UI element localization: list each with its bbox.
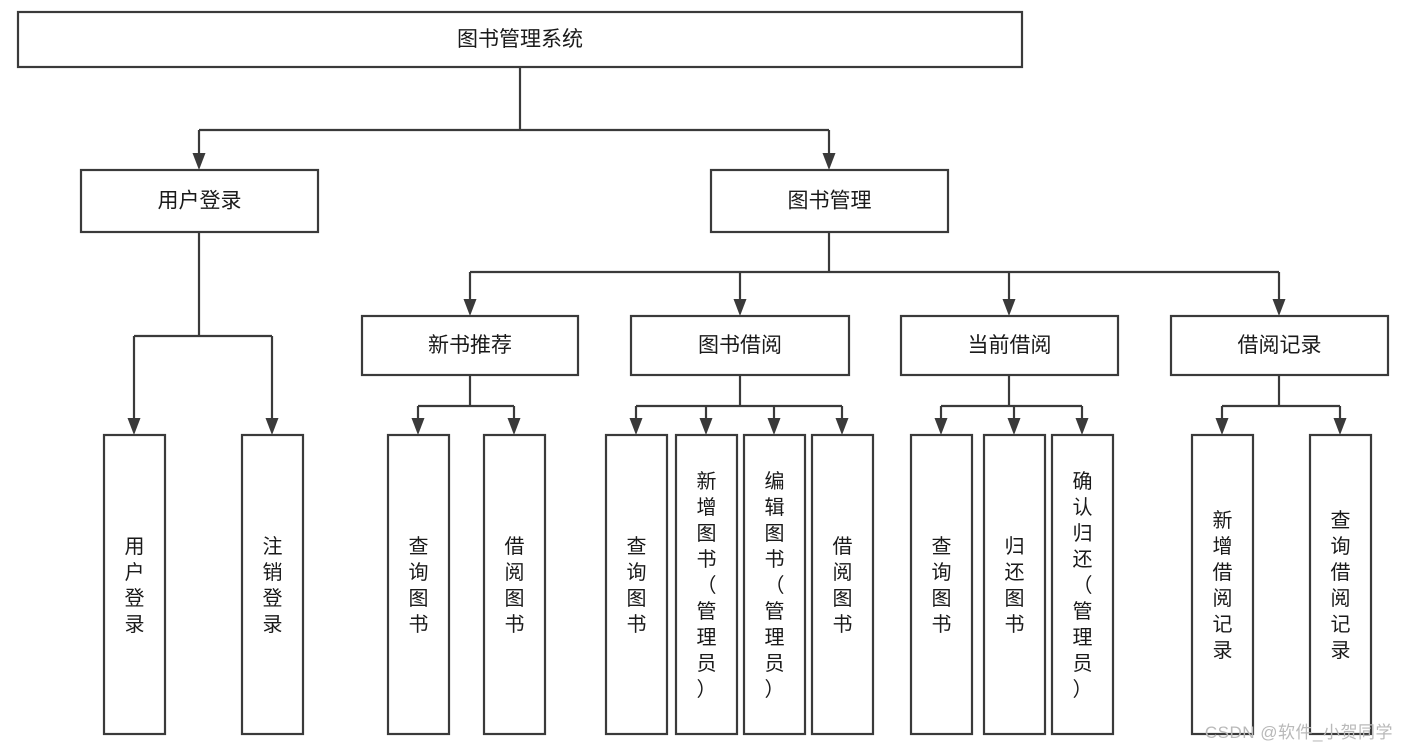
node-new-book-recommend-label: 新书推荐 xyxy=(428,334,512,357)
node-leaf-query-book-3[interactable]: 查询图书 xyxy=(909,433,974,736)
arrow-head-icon xyxy=(822,153,836,170)
node-leaf-query-record-box xyxy=(1308,433,1373,736)
node-book-manage-box xyxy=(709,168,950,234)
node-root-system-label: 图书管理系统 xyxy=(457,28,583,51)
node-leaf-return-book-label: 归还图书 xyxy=(1005,535,1025,636)
node-leaf-borrow-book-1-box xyxy=(482,433,547,736)
node-borrow-record[interactable]: 借阅记录 xyxy=(1169,314,1390,377)
node-book-borrow-box xyxy=(629,314,851,377)
nodes-layer: 图书管理系统用户登录图书管理新书推荐图书借阅当前借阅借阅记录用户登录注销登录查询… xyxy=(16,10,1390,736)
arrow-head-icon xyxy=(629,418,643,435)
connector-userlogin-to-leaves xyxy=(127,232,279,435)
node-leaf-user-login[interactable]: 用户登录 xyxy=(102,433,167,736)
arrow-head-icon xyxy=(192,153,206,170)
node-leaf-query-book-3-box xyxy=(909,433,974,736)
node-book-borrow[interactable]: 图书借阅 xyxy=(629,314,851,377)
arrow-head-icon xyxy=(1333,418,1347,435)
node-leaf-borrow-book-1[interactable]: 借阅图书 xyxy=(482,433,547,736)
arrow-head-icon xyxy=(934,418,948,435)
node-user-login-box xyxy=(79,168,320,234)
arrow-head-icon xyxy=(1075,418,1089,435)
node-book-borrow-label: 图书借阅 xyxy=(698,334,782,357)
node-leaf-borrow-book-2[interactable]: 借阅图书 xyxy=(810,433,875,736)
node-leaf-query-book-2-label: 查询图书 xyxy=(627,535,647,636)
node-user-login[interactable]: 用户登录 xyxy=(79,168,320,234)
node-leaf-user-login-label: 用户登录 xyxy=(125,536,145,636)
node-leaf-add-record-box xyxy=(1190,433,1255,736)
arrow-head-icon xyxy=(1002,299,1016,316)
arrow-head-icon xyxy=(699,418,713,435)
node-book-manage-label: 图书管理 xyxy=(788,190,872,213)
node-leaf-borrow-book-2-box xyxy=(810,433,875,736)
node-current-borrow[interactable]: 当前借阅 xyxy=(899,314,1120,377)
node-leaf-user-logout[interactable]: 注销登录 xyxy=(240,433,305,736)
node-leaf-query-book-1[interactable]: 查询图书 xyxy=(386,433,451,736)
node-leaf-user-logout-label: 注销登录 xyxy=(263,535,283,636)
node-new-book-recommend-box xyxy=(360,314,580,377)
arrow-head-icon xyxy=(507,418,521,435)
node-new-book-recommend[interactable]: 新书推荐 xyxy=(360,314,580,377)
arrow-head-icon xyxy=(1272,299,1286,316)
node-user-login-label: 用户登录 xyxy=(158,190,242,213)
node-leaf-add-record-label: 新增借阅记录 xyxy=(1213,509,1233,662)
arrow-head-icon xyxy=(411,418,425,435)
arrow-head-icon xyxy=(835,418,849,435)
node-leaf-add-book-box xyxy=(674,433,739,736)
connector-newbook-to-leaves xyxy=(411,375,521,435)
connector-bookmanage-to-level3 xyxy=(463,232,1286,316)
node-leaf-borrow-book-1-label: 借阅图书 xyxy=(505,535,525,636)
node-current-borrow-box xyxy=(899,314,1120,377)
node-leaf-add-book-label: 新增图书（管理员） xyxy=(697,470,717,701)
node-leaf-edit-book-label: 编辑图书（管理员） xyxy=(765,470,785,701)
node-leaf-query-book-1-label: 查询图书 xyxy=(409,535,429,636)
node-borrow-record-box xyxy=(1169,314,1390,377)
node-leaf-query-book-2-box xyxy=(604,433,669,736)
node-borrow-record-label: 借阅记录 xyxy=(1238,334,1322,357)
node-leaf-return-book-box xyxy=(982,433,1047,736)
node-leaf-edit-book-box xyxy=(742,433,807,736)
node-leaf-confirm-return-box xyxy=(1050,433,1115,736)
arrow-head-icon xyxy=(767,418,781,435)
connector-borrowrecord-to-leaves xyxy=(1215,375,1347,435)
node-book-manage[interactable]: 图书管理 xyxy=(709,168,950,234)
node-root-system-box xyxy=(16,10,1024,69)
node-leaf-add-record[interactable]: 新增借阅记录 xyxy=(1190,433,1255,736)
watermark-text: CSDN @软件_小贺同学 xyxy=(1204,723,1393,742)
node-leaf-add-book[interactable]: 新增图书（管理员） xyxy=(674,433,739,736)
node-leaf-query-record[interactable]: 查询借阅记录 xyxy=(1308,433,1373,736)
node-leaf-edit-book[interactable]: 编辑图书（管理员） xyxy=(742,433,807,736)
node-leaf-return-book[interactable]: 归还图书 xyxy=(982,433,1047,736)
arrow-head-icon xyxy=(1215,418,1229,435)
node-leaf-user-logout-box xyxy=(240,433,305,736)
connector-bookborrow-to-leaves xyxy=(629,375,849,435)
node-leaf-user-login-box xyxy=(102,433,167,736)
node-leaf-query-book-3-label: 查询图书 xyxy=(932,535,952,636)
node-root-system[interactable]: 图书管理系统 xyxy=(16,10,1024,69)
node-current-borrow-label: 当前借阅 xyxy=(968,334,1052,357)
arrow-head-icon xyxy=(1007,418,1021,435)
node-leaf-query-record-label: 查询借阅记录 xyxy=(1331,509,1351,662)
node-leaf-borrow-book-2-label: 借阅图书 xyxy=(833,535,853,636)
node-leaf-query-book-1-box xyxy=(386,433,451,736)
node-leaf-confirm-return-label: 确认归还（管理员） xyxy=(1073,470,1093,701)
arrow-head-icon xyxy=(733,299,747,316)
arrow-head-icon xyxy=(127,418,141,435)
arrow-head-icon xyxy=(265,418,279,435)
node-leaf-confirm-return[interactable]: 确认归还（管理员） xyxy=(1050,433,1115,736)
node-leaf-query-book-2[interactable]: 查询图书 xyxy=(604,433,669,736)
arrow-head-icon xyxy=(463,299,477,316)
connector-root-to-level2 xyxy=(192,67,836,170)
connector-currentborrow-to-leaves xyxy=(934,375,1089,435)
connectors-layer xyxy=(127,67,1347,435)
